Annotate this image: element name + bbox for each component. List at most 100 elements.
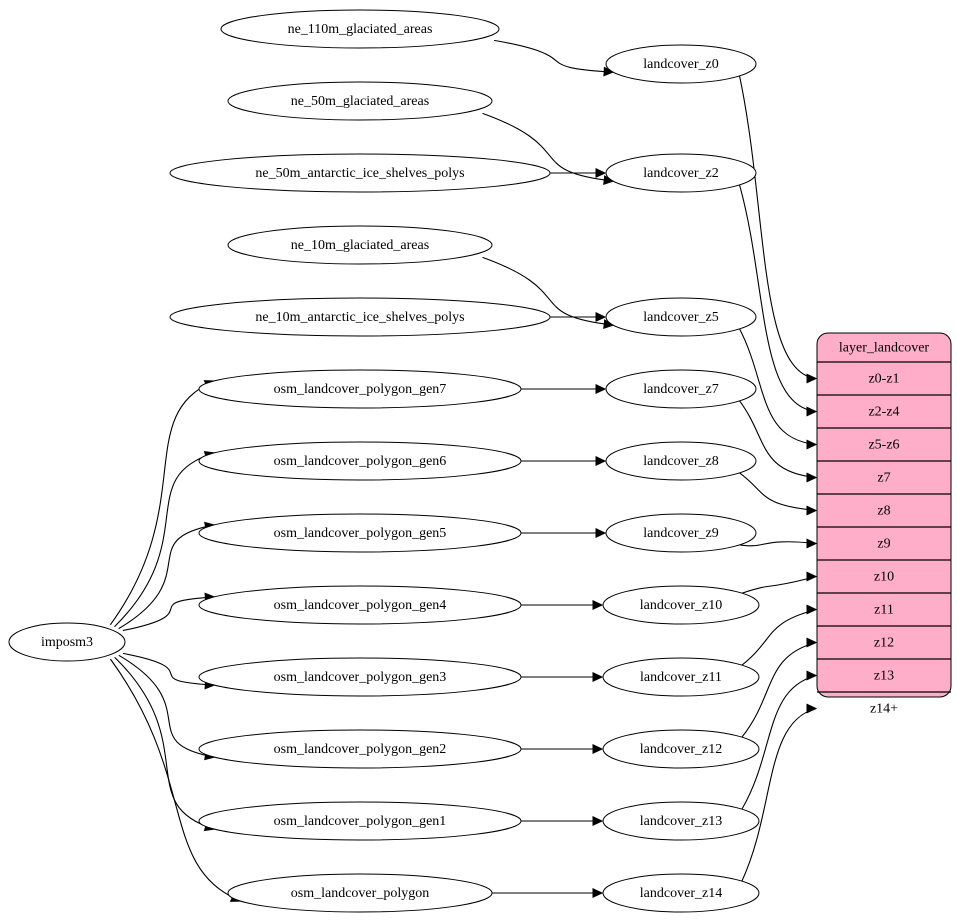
- node-label-osm_landcover_polygon_gen4: osm_landcover_polygon_gen4: [274, 598, 447, 613]
- node-shape-osm_landcover_polygon_gen2[interactable]: [198, 729, 522, 769]
- edge-landcover_z5-to-z5-z6: [739, 328, 817, 446]
- node-label-osm_landcover_polygon: osm_landcover_polygon: [291, 886, 429, 901]
- node-landcover_z11[interactable]: landcover_z11: [602, 657, 760, 697]
- node-shape-landcover_z11[interactable]: [602, 657, 760, 697]
- node-shape-ne_50m_antarctic_ice_shelves_polys[interactable]: [169, 153, 551, 193]
- node-landcover_z0[interactable]: landcover_z0: [605, 44, 757, 84]
- node-label-imposm3: imposm3: [41, 635, 93, 650]
- node-ne_50m_glaciated_areas[interactable]: ne_50m_glaciated_areas: [227, 81, 493, 121]
- node-ne_50m_antarctic_ice_shelves_polys[interactable]: ne_50m_antarctic_ice_shelves_polys: [169, 153, 551, 193]
- record-row-z7[interactable]: z7: [877, 471, 890, 486]
- node-shape-osm_landcover_polygon_gen6[interactable]: [198, 441, 522, 481]
- node-landcover_z14[interactable]: landcover_z14: [602, 873, 760, 913]
- node-label-osm_landcover_polygon_gen3: osm_landcover_polygon_gen3: [274, 670, 447, 685]
- node-label-osm_landcover_polygon_gen2: osm_landcover_polygon_gen2: [274, 742, 447, 757]
- node-shape-landcover_z0[interactable]: [605, 44, 757, 84]
- node-label-landcover_z13: landcover_z13: [640, 814, 722, 829]
- record-background: [816, 332, 952, 698]
- node-shape-osm_landcover_polygon_gen3[interactable]: [198, 657, 522, 697]
- node-shape-landcover_z7[interactable]: [605, 369, 757, 409]
- node-shape-ne_50m_glaciated_areas[interactable]: [227, 81, 493, 121]
- edge-landcover_z7-to-z7: [739, 400, 817, 479]
- node-shape-landcover_z2[interactable]: [605, 153, 757, 193]
- edge-imposm3-to-osm_landcover_polygon_gen4: [122, 596, 215, 632]
- node-shape-landcover_z8[interactable]: [605, 441, 757, 481]
- node-landcover_z5[interactable]: landcover_z5: [605, 297, 757, 337]
- node-osm_landcover_polygon_gen3[interactable]: osm_landcover_polygon_gen3: [198, 657, 522, 697]
- record-row-z13[interactable]: z13: [874, 669, 894, 684]
- nodes-layer: imposm3 ne_110m_glaciated_areas ne_50m_gla…: [8, 9, 760, 913]
- node-shape-landcover_z10[interactable]: [602, 585, 760, 625]
- node-ne_10m_glaciated_areas[interactable]: ne_10m_glaciated_areas: [227, 225, 493, 265]
- node-landcover_z7[interactable]: landcover_z7: [605, 369, 757, 409]
- node-shape-imposm3[interactable]: [8, 622, 126, 662]
- node-osm_landcover_polygon_gen1[interactable]: osm_landcover_polygon_gen1: [198, 801, 522, 841]
- node-label-ne_50m_antarctic_ice_shelves_polys: ne_50m_antarctic_ice_shelves_polys: [255, 166, 464, 181]
- node-shape-ne_110m_glaciated_areas[interactable]: [220, 9, 500, 49]
- edge-ne_50m_glaciated_areas-to-landcover_z2: [482, 112, 614, 182]
- node-shape-osm_landcover_polygon_gen4[interactable]: [198, 585, 522, 625]
- edge-landcover_z10-to-z10: [741, 575, 817, 594]
- node-shape-ne_10m_antarctic_ice_shelves_polys[interactable]: [169, 297, 551, 337]
- node-osm_landcover_polygon_gen2[interactable]: osm_landcover_polygon_gen2: [198, 729, 522, 769]
- node-label-osm_landcover_polygon_gen7: osm_landcover_polygon_gen7: [274, 382, 447, 397]
- node-label-ne_50m_glaciated_areas: ne_50m_glaciated_areas: [291, 94, 429, 109]
- node-landcover_z8[interactable]: landcover_z8: [605, 441, 757, 481]
- edge-imposm3-to-osm_landcover_polygon_gen3: [122, 652, 215, 686]
- node-osm_landcover_polygon_gen7[interactable]: osm_landcover_polygon_gen7: [198, 369, 522, 409]
- record-row-z11[interactable]: z11: [874, 603, 894, 618]
- node-landcover_z2[interactable]: landcover_z2: [605, 153, 757, 193]
- record-row-z0-z1[interactable]: z0-z1: [868, 372, 899, 387]
- record-row-z10[interactable]: z10: [874, 570, 894, 585]
- node-label-landcover_z7: landcover_z7: [643, 382, 718, 397]
- node-label-landcover_z0: landcover_z0: [643, 57, 718, 72]
- node-shape-osm_landcover_polygon_gen7[interactable]: [198, 369, 522, 409]
- record-row-z12[interactable]: z12: [874, 636, 894, 651]
- edge-imposm3-to-osm_landcover_polygon_gen1: [114, 656, 215, 830]
- record-title: layer_landcover: [839, 341, 930, 356]
- node-landcover_z13[interactable]: landcover_z13: [602, 801, 760, 841]
- node-label-osm_landcover_polygon_gen5: osm_landcover_polygon_gen5: [274, 526, 447, 541]
- node-osm_landcover_polygon[interactable]: osm_landcover_polygon: [227, 873, 493, 913]
- record-row-z9[interactable]: z9: [877, 537, 890, 552]
- node-landcover_z10[interactable]: landcover_z10: [602, 585, 760, 625]
- node-label-landcover_z10: landcover_z10: [640, 598, 722, 613]
- node-label-ne_10m_glaciated_areas: ne_10m_glaciated_areas: [291, 238, 429, 253]
- record-row-z14+[interactable]: z14+: [870, 702, 898, 717]
- node-imposm3[interactable]: imposm3: [8, 622, 126, 662]
- node-shape-ne_10m_glaciated_areas[interactable]: [227, 225, 493, 265]
- node-landcover_z9[interactable]: landcover_z9: [605, 513, 757, 553]
- node-shape-landcover_z5[interactable]: [605, 297, 757, 337]
- node-label-osm_landcover_polygon_gen6: osm_landcover_polygon_gen6: [274, 454, 447, 469]
- node-ne_10m_antarctic_ice_shelves_polys[interactable]: ne_10m_antarctic_ice_shelves_polys: [169, 297, 551, 337]
- node-ne_110m_glaciated_areas[interactable]: ne_110m_glaciated_areas: [220, 9, 500, 49]
- node-shape-landcover_z12[interactable]: [602, 729, 760, 769]
- edge-landcover_z8-to-z8: [739, 472, 817, 512]
- node-shape-osm_landcover_polygon[interactable]: [227, 873, 493, 913]
- node-osm_landcover_polygon_gen6[interactable]: osm_landcover_polygon_gen6: [198, 441, 522, 481]
- edge-imposm3-to-osm_landcover_polygon_gen5: [118, 524, 215, 630]
- edge-imposm3-to-osm_landcover_polygon_gen2: [118, 654, 215, 758]
- node-osm_landcover_polygon_gen5[interactable]: osm_landcover_polygon_gen5: [198, 513, 522, 553]
- record-node-layer-landcover[interactable]: layer_landcover z0-z1 z2-z4 z5-z6 z7 z8 z9 z10 z…: [816, 332, 952, 717]
- edge-landcover_z12-to-z12: [741, 641, 817, 738]
- record-row-z5-z6[interactable]: z5-z6: [868, 438, 899, 453]
- node-landcover_z12[interactable]: landcover_z12: [602, 729, 760, 769]
- record-layer: layer_landcover z0-z1 z2-z4 z5-z6 z7 z8 z9 z10 z…: [816, 332, 952, 717]
- node-shape-landcover_z9[interactable]: [605, 513, 757, 553]
- node-osm_landcover_polygon_gen4[interactable]: osm_landcover_polygon_gen4: [198, 585, 522, 625]
- node-shape-landcover_z13[interactable]: [602, 801, 760, 841]
- node-shape-osm_landcover_polygon_gen5[interactable]: [198, 513, 522, 553]
- edge-imposm3-to-osm_landcover_polygon_gen6: [114, 452, 215, 628]
- edge-landcover_z0-to-z0-z1: [738, 75, 817, 380]
- edge-landcover_z14-to-z14+: [741, 707, 817, 882]
- node-shape-osm_landcover_polygon_gen1[interactable]: [198, 801, 522, 841]
- node-shape-landcover_z14[interactable]: [602, 873, 760, 913]
- edge-landcover_z9-to-z9: [739, 541, 817, 547]
- record-row-z8[interactable]: z8: [877, 504, 890, 519]
- node-label-landcover_z11: landcover_z11: [640, 670, 722, 685]
- node-label-ne_10m_antarctic_ice_shelves_polys: ne_10m_antarctic_ice_shelves_polys: [255, 310, 464, 325]
- node-label-landcover_z9: landcover_z9: [643, 526, 718, 541]
- record-row-z2-z4[interactable]: z2-z4: [868, 405, 899, 420]
